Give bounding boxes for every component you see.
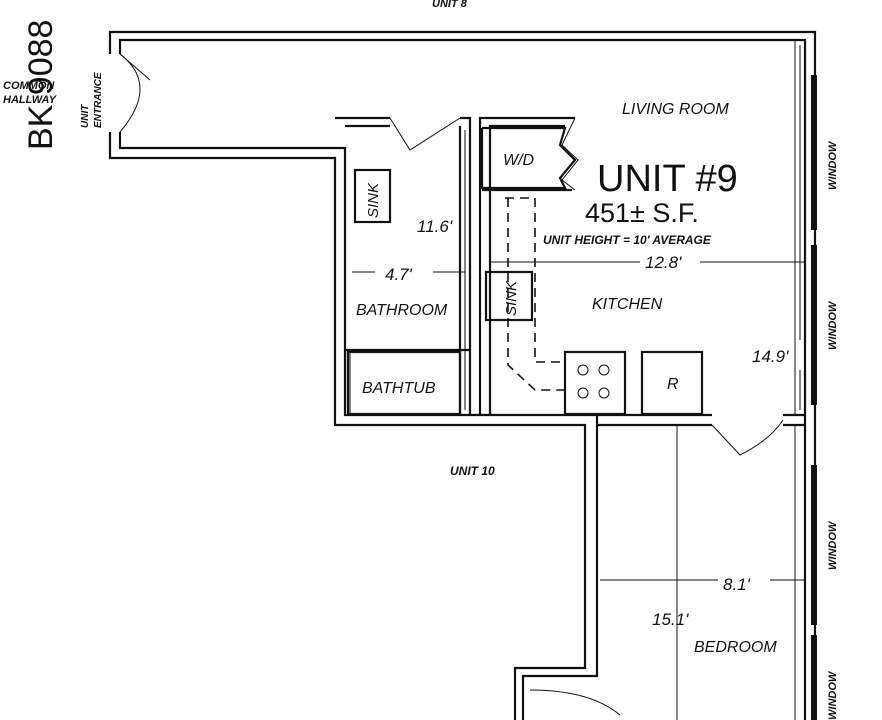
stove xyxy=(563,350,627,416)
bathtub: BATHTUB xyxy=(346,350,462,416)
unit-height-note: UNIT HEIGHT = 10' AVERAGE xyxy=(543,233,712,247)
window-label-2: WINDOW xyxy=(827,300,839,350)
unit-area: 451± S.F. xyxy=(585,198,699,228)
refrigerator: R xyxy=(640,350,704,416)
washer-dryer: W/D xyxy=(480,126,577,190)
stamp-text: BK 9088 xyxy=(22,20,60,150)
room-bathroom: BATHROOM xyxy=(356,302,448,319)
unit-entrance-label-2: ENTRANCE xyxy=(93,72,104,128)
unit-entrance-label-1: UNIT xyxy=(80,104,91,128)
dim-bath-width: 4.7' xyxy=(385,265,413,284)
dimension-lines xyxy=(352,45,805,600)
counter-lines xyxy=(505,197,565,391)
room-living: LIVING ROOM xyxy=(622,101,729,118)
svg-text:R: R xyxy=(667,376,679,393)
svg-text:SINK: SINK xyxy=(503,280,520,316)
dim-bedroom-width: 8.1' xyxy=(723,575,751,594)
unit-title: UNIT #9 xyxy=(597,158,738,200)
interior-walls xyxy=(335,40,805,720)
dim-kitchen-width: 12.8' xyxy=(645,253,682,272)
outer-walls xyxy=(108,30,817,720)
bath-sink: SINK xyxy=(353,168,392,224)
common-hallway-label-1: COMMON xyxy=(3,80,55,92)
windows xyxy=(811,75,817,720)
room-kitchen: KITCHEN xyxy=(592,296,663,313)
window-label-4: WINDOW xyxy=(827,670,839,720)
window-label-3: WINDOW xyxy=(827,520,839,570)
svg-text:BATHTUB: BATHTUB xyxy=(362,380,436,397)
label-unit-8: UNIT 8 xyxy=(432,0,468,10)
svg-text:W/D: W/D xyxy=(503,152,535,169)
common-hallway-label-2: HALLWAY xyxy=(3,94,58,106)
room-bedroom: BEDROOM xyxy=(694,639,777,656)
label-unit-10: UNIT 10 xyxy=(450,464,495,478)
window-label-1: WINDOW xyxy=(827,140,839,190)
dim-bath-height: 11.6' xyxy=(417,217,453,236)
dim-living-depth: 14.9' xyxy=(752,347,789,366)
svg-text:SINK: SINK xyxy=(365,182,382,218)
kitchen-sink: SINK xyxy=(484,270,534,322)
dim-bedroom-depth: 15.1' xyxy=(652,610,689,629)
